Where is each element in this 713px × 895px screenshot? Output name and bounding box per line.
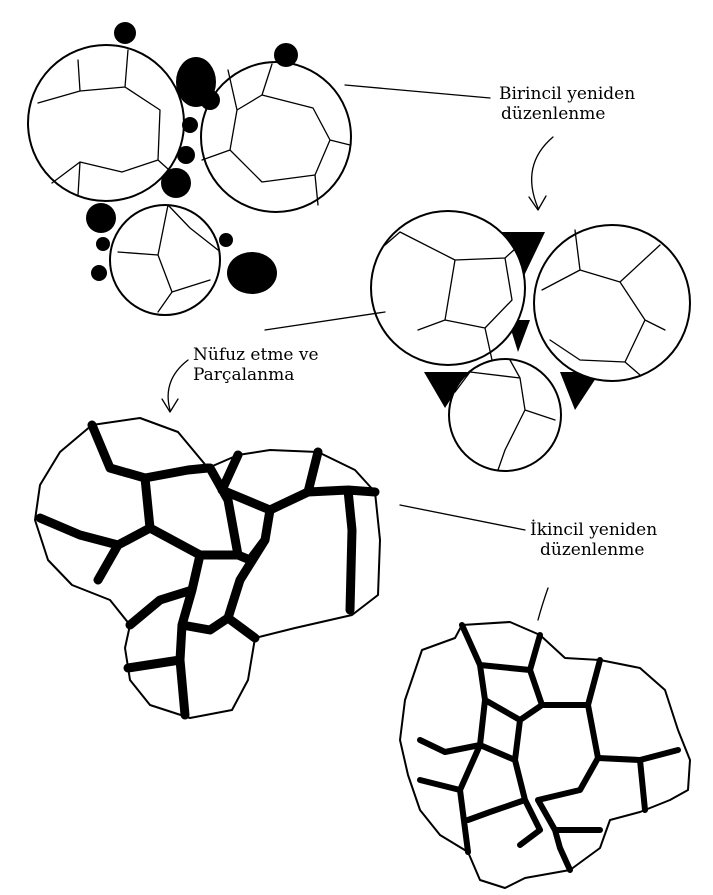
stage-label-line: İkincil yeniden — [530, 520, 657, 540]
liquid-droplet — [86, 203, 116, 233]
cluster-outline — [35, 418, 380, 718]
stage-label-line: düzenlenme — [530, 540, 657, 560]
liquid-droplet — [96, 237, 110, 251]
stage-3-particles — [35, 418, 380, 718]
stage-1-particles — [28, 22, 351, 315]
liquid-droplet — [182, 117, 198, 133]
stage-label-line: Birincil yeniden — [499, 84, 635, 104]
liquid-droplet — [219, 233, 233, 247]
grain-circle — [28, 45, 184, 201]
liquid-droplet — [161, 168, 191, 198]
liquid-droplet — [177, 146, 195, 164]
stage-label-line: Nüfuz etme ve — [193, 345, 319, 365]
liquid-droplet — [200, 90, 220, 110]
stage-2-particles — [371, 211, 690, 471]
leader-line — [400, 505, 525, 530]
stage-label-penetration: Nüfuz etme ve Parçalanma — [193, 345, 319, 385]
arrow-curve — [532, 137, 553, 208]
stage-label-line: düzenlenme — [499, 104, 635, 124]
liquid-droplet — [274, 43, 298, 67]
arrow-curve — [168, 360, 188, 410]
liquid-droplet — [114, 22, 136, 44]
grain-circle — [371, 211, 525, 365]
leader-tail — [538, 588, 548, 620]
liquid-droplet — [91, 265, 107, 281]
cluster-outline — [400, 622, 690, 888]
liquid-droplet — [227, 252, 277, 294]
grain-circle — [534, 225, 690, 381]
leader-line — [265, 312, 385, 330]
arrow-secondary-rearrangement — [400, 505, 548, 620]
leader-line — [345, 85, 490, 98]
stage-label-primary: Birincil yeniden düzenlenme — [499, 84, 635, 124]
stage-4-particles — [400, 622, 690, 888]
stage-label-line: Parçalanma — [193, 365, 319, 385]
stage-label-secondary: İkincil yeniden düzenlenme — [530, 520, 657, 560]
